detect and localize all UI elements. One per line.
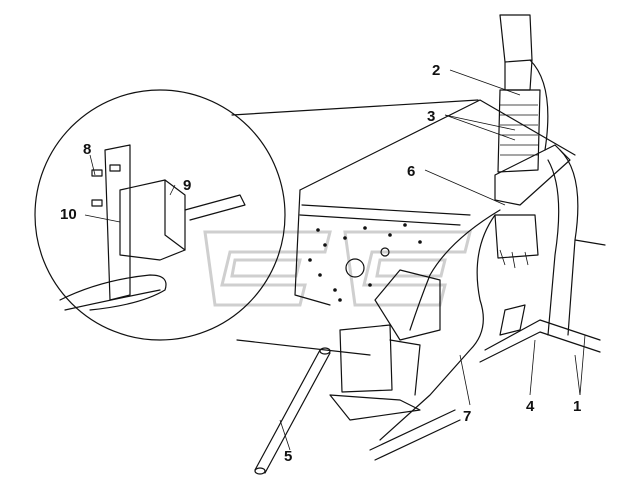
leader-lines <box>84 69 586 451</box>
callout-10: 10 <box>60 206 77 223</box>
callout-5: 5 <box>284 448 292 465</box>
detail-bolts <box>91 164 121 207</box>
chassis-panel <box>294 99 606 336</box>
lever-rod <box>254 347 331 475</box>
callout-3: 3 <box>427 108 435 125</box>
detail-circle <box>34 89 479 356</box>
watermark-logo <box>203 230 472 307</box>
callout-6: 6 <box>407 163 415 180</box>
mount-bracket <box>329 269 441 421</box>
callout-8: 8 <box>83 141 91 158</box>
upper-cylinder <box>494 14 571 206</box>
panel-holes <box>308 223 422 302</box>
callout-2: 2 <box>432 62 440 79</box>
callout-9: 9 <box>183 177 191 194</box>
callout-4: 4 <box>526 398 535 415</box>
valve-block <box>494 214 539 269</box>
callout-1: 1 <box>573 398 581 415</box>
callout-7: 7 <box>463 408 471 425</box>
cable-harness <box>369 209 601 461</box>
